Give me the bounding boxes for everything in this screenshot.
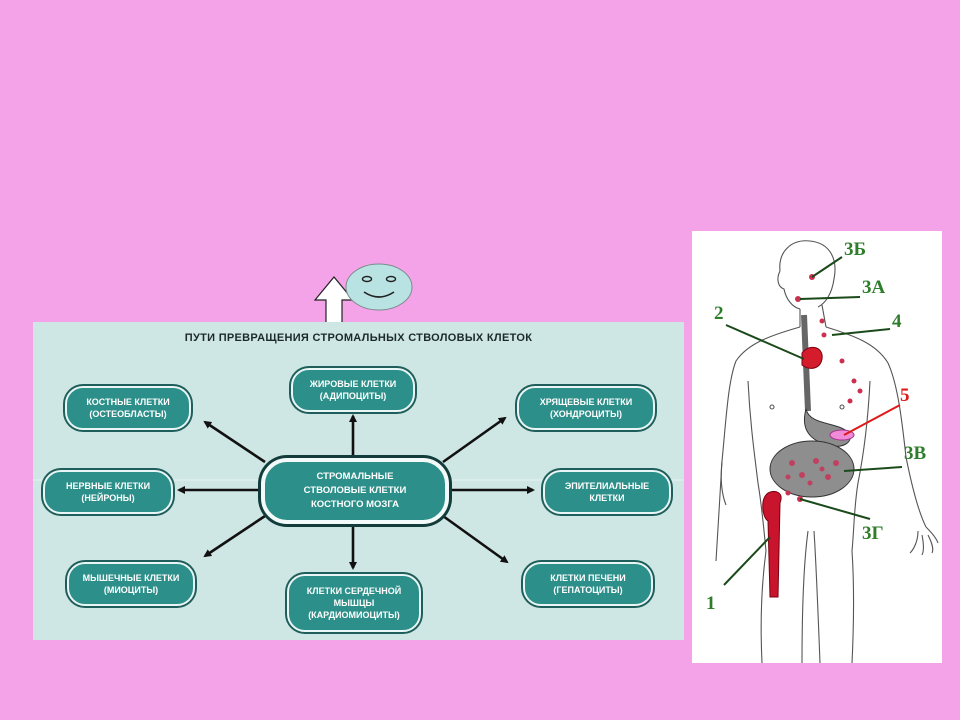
label-1: 1 xyxy=(706,593,716,614)
node-fat-title: ЖИРОВЫЕ КЛЕТКИ xyxy=(309,379,397,389)
node-liver-title: КЛЕТКИ ПЕЧЕНИ xyxy=(550,573,626,583)
node-cardiac-mid: МЫШЦЫ xyxy=(333,598,375,608)
label-3b: 3Б xyxy=(844,239,867,260)
node-muscle-title: МЫШЕЧНЫЕ КЛЕТКИ xyxy=(82,573,180,583)
node-cartilage-cells: ХРЯЩЕВЫЕ КЛЕТКИ (ХОНДРОЦИТЫ) xyxy=(517,386,655,430)
node-fat-sub: (АДИПОЦИТЫ) xyxy=(319,391,387,401)
anatomy-panel: 3Б 3А 2 4 5 3В 3Г 1 xyxy=(692,231,942,663)
node-epithelial-sub: КЛЕТКИ xyxy=(589,493,625,503)
node-bone-title: КОСТНЫЕ КЛЕТКИ xyxy=(86,397,170,407)
node-epithelial-title: ЭПИТЕЛИАЛЬНЫЕ xyxy=(564,481,650,491)
center-line-1: СТРОМАЛЬНЫЕ xyxy=(316,471,394,482)
node-epithelial-cells: ЭПИТЕЛИАЛЬНЫЕ КЛЕТКИ xyxy=(543,470,671,514)
node-cardiac-sub: (КАРДИОМИОЦИТЫ) xyxy=(308,610,400,620)
node-bone-cells: КОСТНЫЕ КЛЕТКИ (ОСТЕОБЛАСТЫ) xyxy=(65,386,191,430)
label-3v: 3В xyxy=(904,443,927,464)
label-5: 5 xyxy=(900,385,910,406)
label-3a: 3А xyxy=(862,277,886,298)
node-nerve-cells: НЕРВНЫЕ КЛЕТКИ (НЕЙРОНЫ) xyxy=(43,470,173,514)
label-2: 2 xyxy=(714,303,724,324)
human-body-figure xyxy=(715,240,939,663)
node-cartilage-sub: (ХОНДРОЦИТЫ) xyxy=(550,409,622,419)
node-nerve-title: НЕРВНЫЕ КЛЕТКИ xyxy=(65,481,151,491)
node-fat-cells: ЖИРОВЫЕ КЛЕТКИ (АДИПОЦИТЫ) xyxy=(291,368,415,412)
node-liver-cells: КЛЕТКИ ПЕЧЕНИ (ГЕПАТОЦИТЫ) xyxy=(523,562,653,606)
node-muscle-sub: (МИОЦИТЫ) xyxy=(103,585,159,595)
center-stromal-stem-cells: СТРОМАЛЬНЫЕ СТВОЛОВЫЕ КЛЕТКИ КОСТНОГО МО… xyxy=(261,458,449,524)
node-cardiac-title: КЛЕТКИ СЕРДЕЧНОЙ xyxy=(306,586,402,596)
node-muscle-cells: МЫШЕЧНЫЕ КЛЕТКИ (МИОЦИТЫ) xyxy=(67,562,195,606)
node-cardiac-cells: КЛЕТКИ СЕРДЕЧНОЙ МЫШЦЫ (КАРДИОМИОЦИТЫ) xyxy=(287,574,421,632)
diagram-title: ПУТИ ПРЕВРАЩЕНИЯ СТРОМАЛЬНЫХ СТВОЛОВЫХ К… xyxy=(184,332,533,344)
label-4: 4 xyxy=(892,311,902,332)
label-3g: 3Г xyxy=(862,523,884,544)
center-line-2: СТВОЛОВЫЕ КЛЕТКИ xyxy=(303,485,407,496)
node-cartilage-title: ХРЯЩЕВЫЕ КЛЕТКИ xyxy=(539,397,633,407)
center-line-3: КОСТНОГО МОЗГА xyxy=(310,499,400,510)
node-nerve-sub: (НЕЙРОНЫ) xyxy=(81,493,135,503)
stromal-diagram-panel: ПУТИ ПРЕВРАЩЕНИЯ СТРОМАЛЬНЫХ СТВОЛОВЫХ К… xyxy=(33,322,684,640)
node-bone-sub: (ОСТЕОБЛАСТЫ) xyxy=(89,409,167,419)
node-liver-sub: (ГЕПАТОЦИТЫ) xyxy=(553,585,623,595)
smiley-face-icon xyxy=(345,263,413,311)
